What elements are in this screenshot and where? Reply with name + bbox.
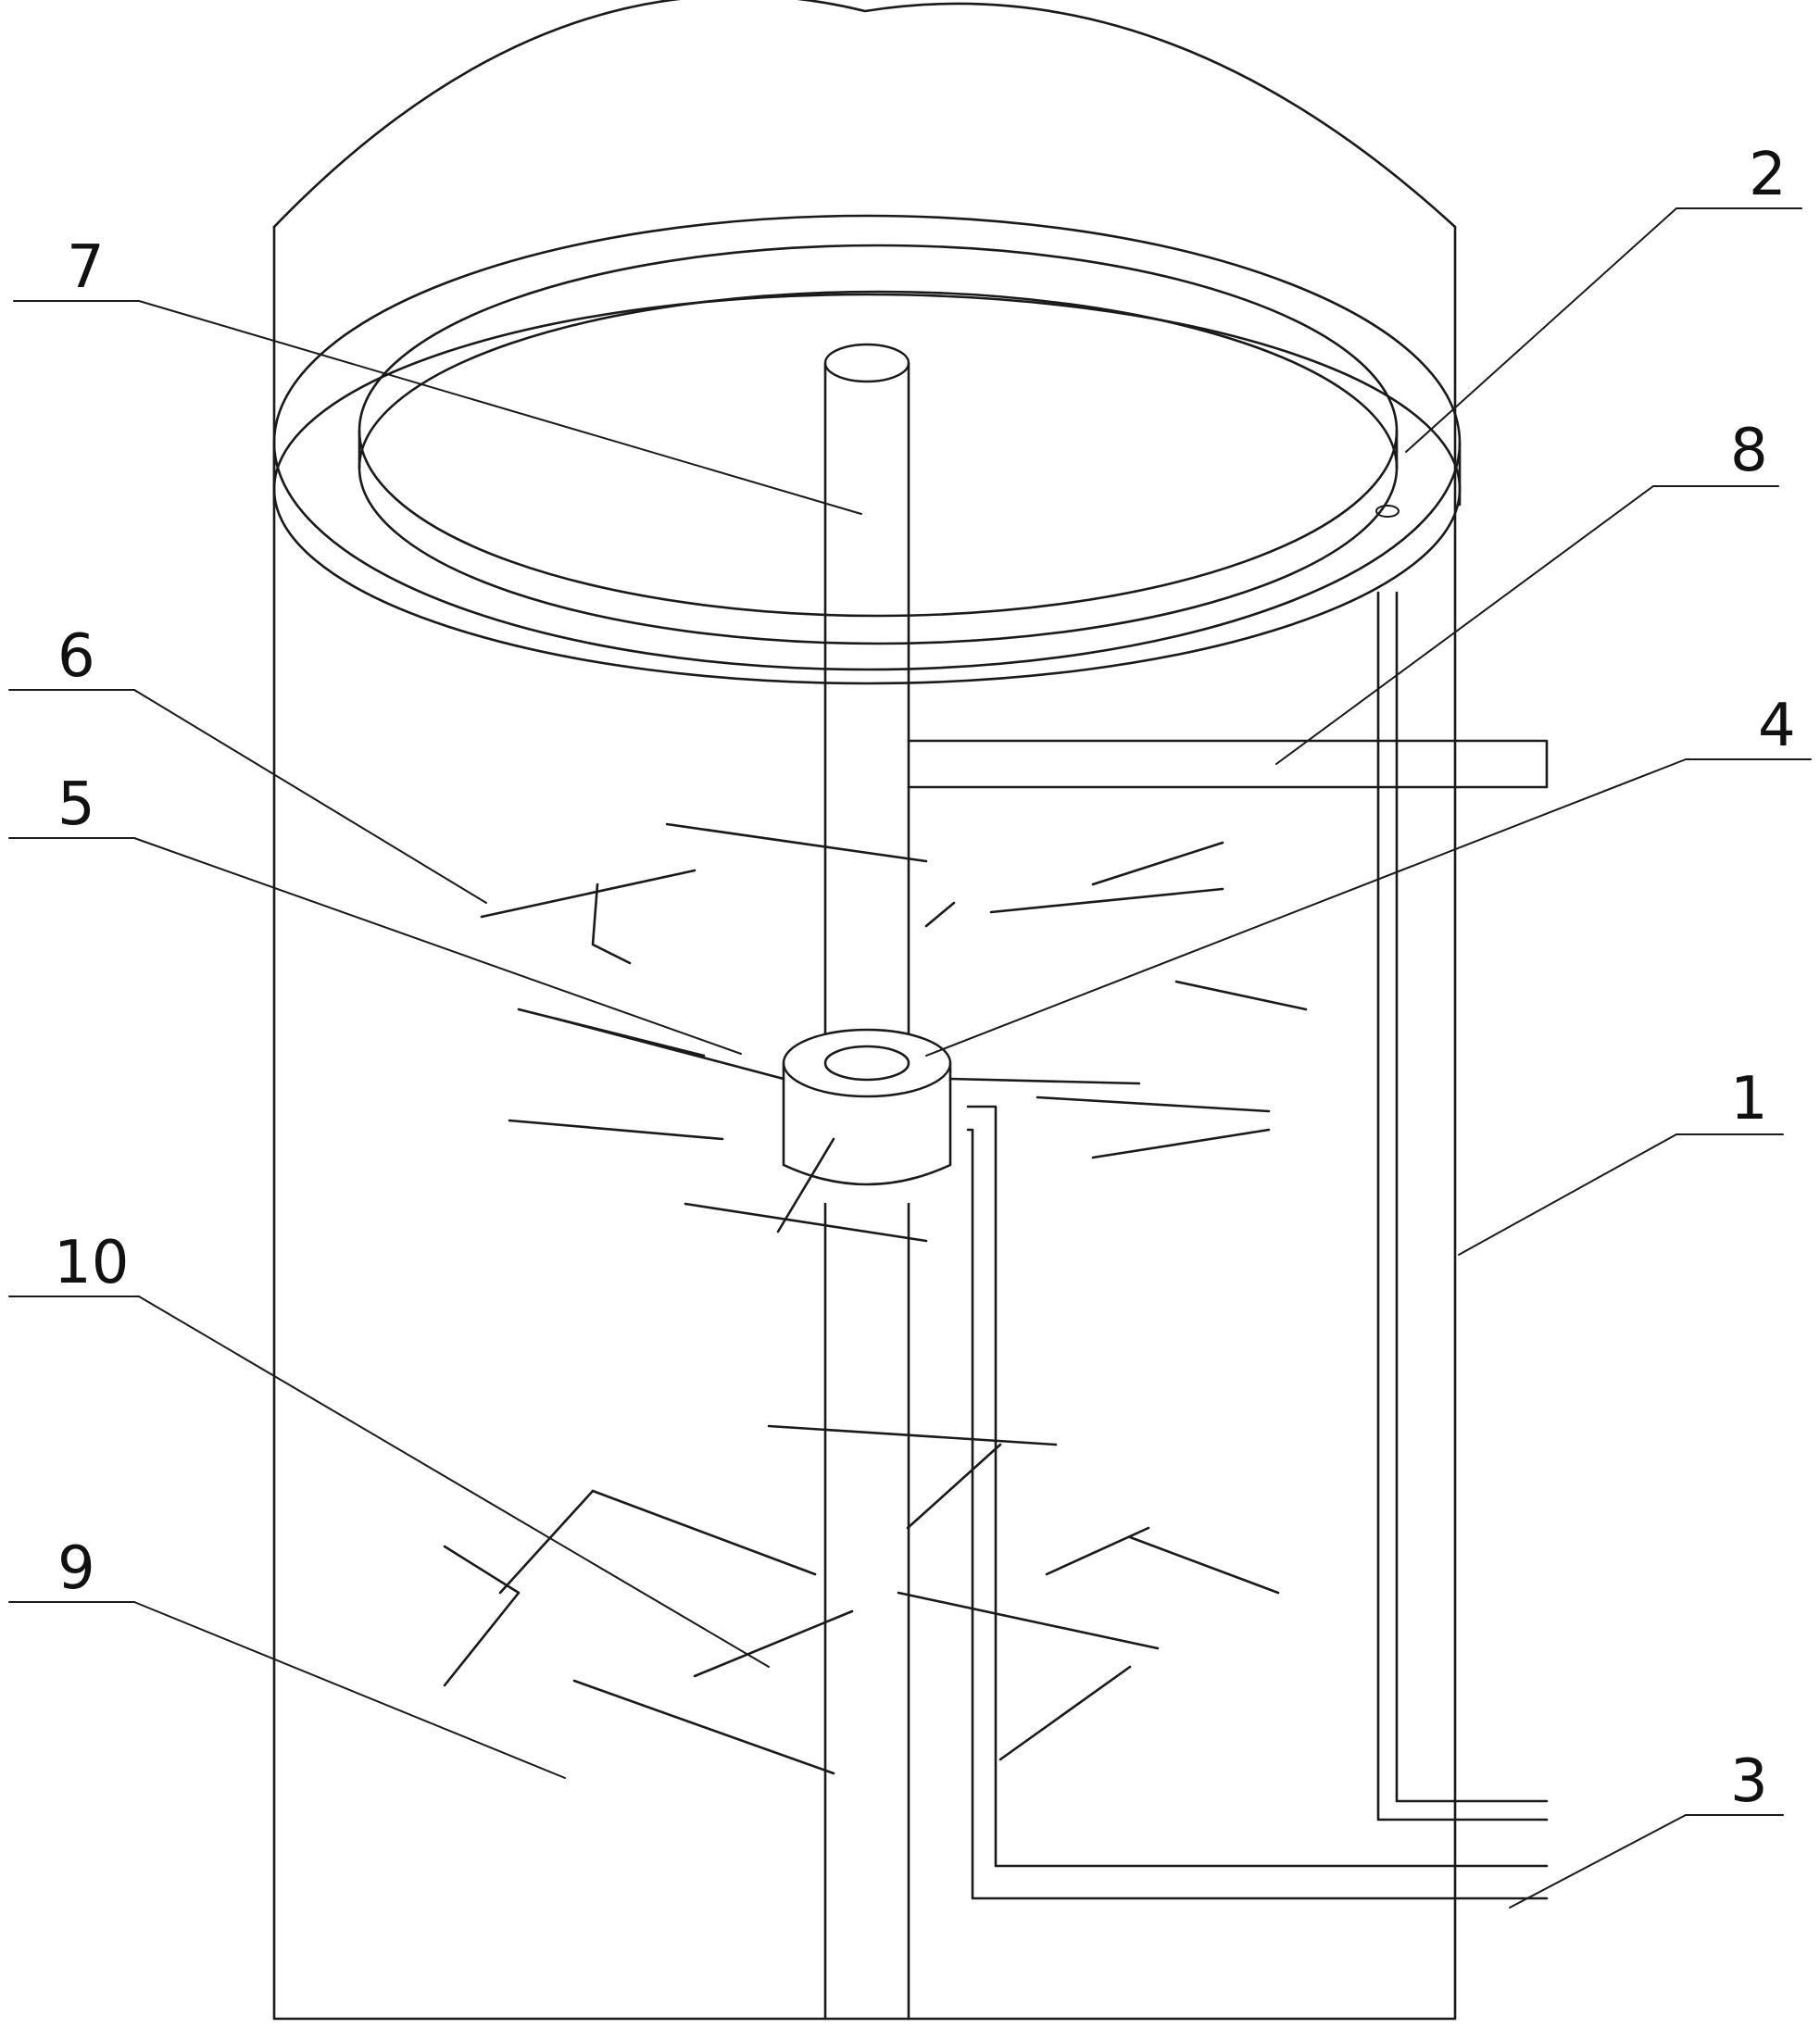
label-4: 4 xyxy=(1758,692,1796,760)
top-ring xyxy=(272,214,1462,685)
lower-stirring-arms xyxy=(443,1424,1280,1775)
label-9: 9 xyxy=(57,1534,95,1603)
support-arm xyxy=(907,739,1549,789)
hub xyxy=(782,1028,952,1186)
label-5: 5 xyxy=(57,770,95,839)
pipes xyxy=(966,591,1549,1900)
label-7: 7 xyxy=(67,233,105,302)
label-10: 10 xyxy=(54,1229,129,1297)
central-shaft xyxy=(823,343,910,2021)
label-2: 2 xyxy=(1749,141,1787,209)
upper-spray-arms xyxy=(480,822,1308,1243)
label-3: 3 xyxy=(1730,1747,1768,1816)
label-8: 8 xyxy=(1730,417,1768,485)
label-6: 6 xyxy=(57,622,95,691)
leader-lines xyxy=(8,207,1812,1909)
tank-body xyxy=(272,0,1457,2021)
label-1: 1 xyxy=(1730,1065,1768,1133)
